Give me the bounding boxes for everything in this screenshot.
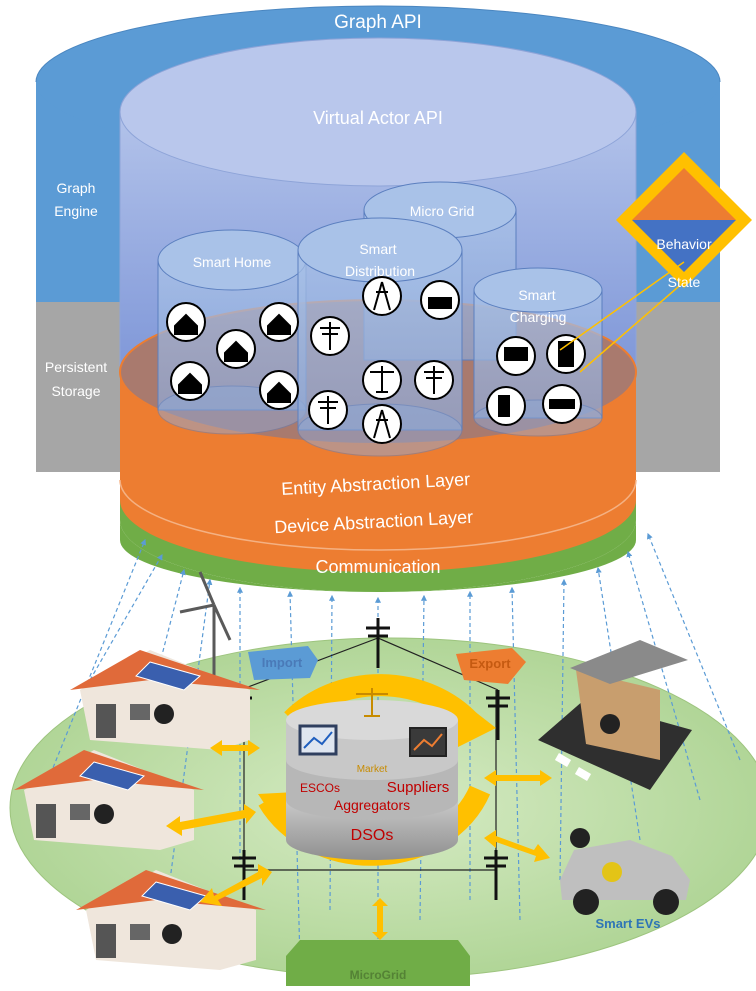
utility-pole-icon [308,390,348,430]
charger-icon [486,386,526,426]
communication-label: Communication [315,557,440,577]
persistent-storage-label-line1: Persistent [45,359,107,375]
smart-meter-icon [94,804,114,824]
state-label: State [668,274,701,290]
smart-home-icons [166,302,299,410]
home-lock-icon [170,361,210,401]
device-layer-divider [119,479,637,551]
smart-evs-label: Smart EVs [595,916,660,931]
home-lock-icon [166,302,206,342]
communication-layer [120,500,636,592]
graph-api-label: Graph API [334,12,422,33]
export-label: Export [469,656,511,671]
charging-icons [486,334,586,426]
smart-charging-label-line2: Charging [510,309,567,325]
smart-home-label: Smart Home [193,254,272,270]
pylon-icon [362,404,402,444]
dsos-label: DSOs [351,827,394,844]
factory-icon [420,280,460,320]
utility-pole-icon [310,316,350,356]
smart-house-2 [14,750,204,850]
behavior-label: Behavior [656,236,712,252]
actor-model-diamond [559,152,752,373]
smart-meter-icon [570,828,590,848]
smart-meter-icon [154,704,174,724]
aggregators-label: Aggregators [334,797,410,813]
microgrid-label: MicroGrid [350,968,407,982]
smart-house-1 [70,650,260,750]
scale-icon [362,360,402,400]
electric-car-icon [542,384,582,424]
virtual-actor-api-label: Virtual Actor API [313,108,443,128]
text-labels: Graph API Virtual Actor API Graph Engine… [45,12,712,982]
home-shield-icon [259,302,299,342]
truck-icon [496,336,536,376]
commercial-building [538,640,692,790]
microgrid-block [286,940,470,986]
exchange-arrows [166,740,552,940]
home-shield-icon [216,329,256,369]
escos-label: ESCOs [300,781,340,795]
smart-meter-icon [162,924,182,944]
scale-icon [356,688,388,717]
import-badge [248,646,318,680]
electric-car [560,828,690,915]
import-label: Import [262,655,303,670]
micro-grid-label: Micro Grid [410,203,475,219]
smart-meter-icon [600,714,620,734]
graph-engine-label-line2: Engine [54,203,98,219]
smart-distribution-label-line2: Distribution [345,263,415,279]
distribution-icons [308,276,460,444]
graph-engine-label-line1: Graph [57,180,96,196]
market-label: Market [357,764,388,775]
persistent-storage-label-line2: Storage [51,383,100,399]
market-stack [286,688,458,860]
pylon-icon [362,276,402,316]
battery-icon [546,334,586,374]
suppliers-label: Suppliers [387,779,450,796]
home-shield-icon [259,370,299,410]
export-badge [456,648,526,684]
smart-charging-label-line1: Smart [518,287,555,303]
smart-distribution-label-line1: Smart [359,241,396,257]
utility-pole-icon [414,360,454,400]
